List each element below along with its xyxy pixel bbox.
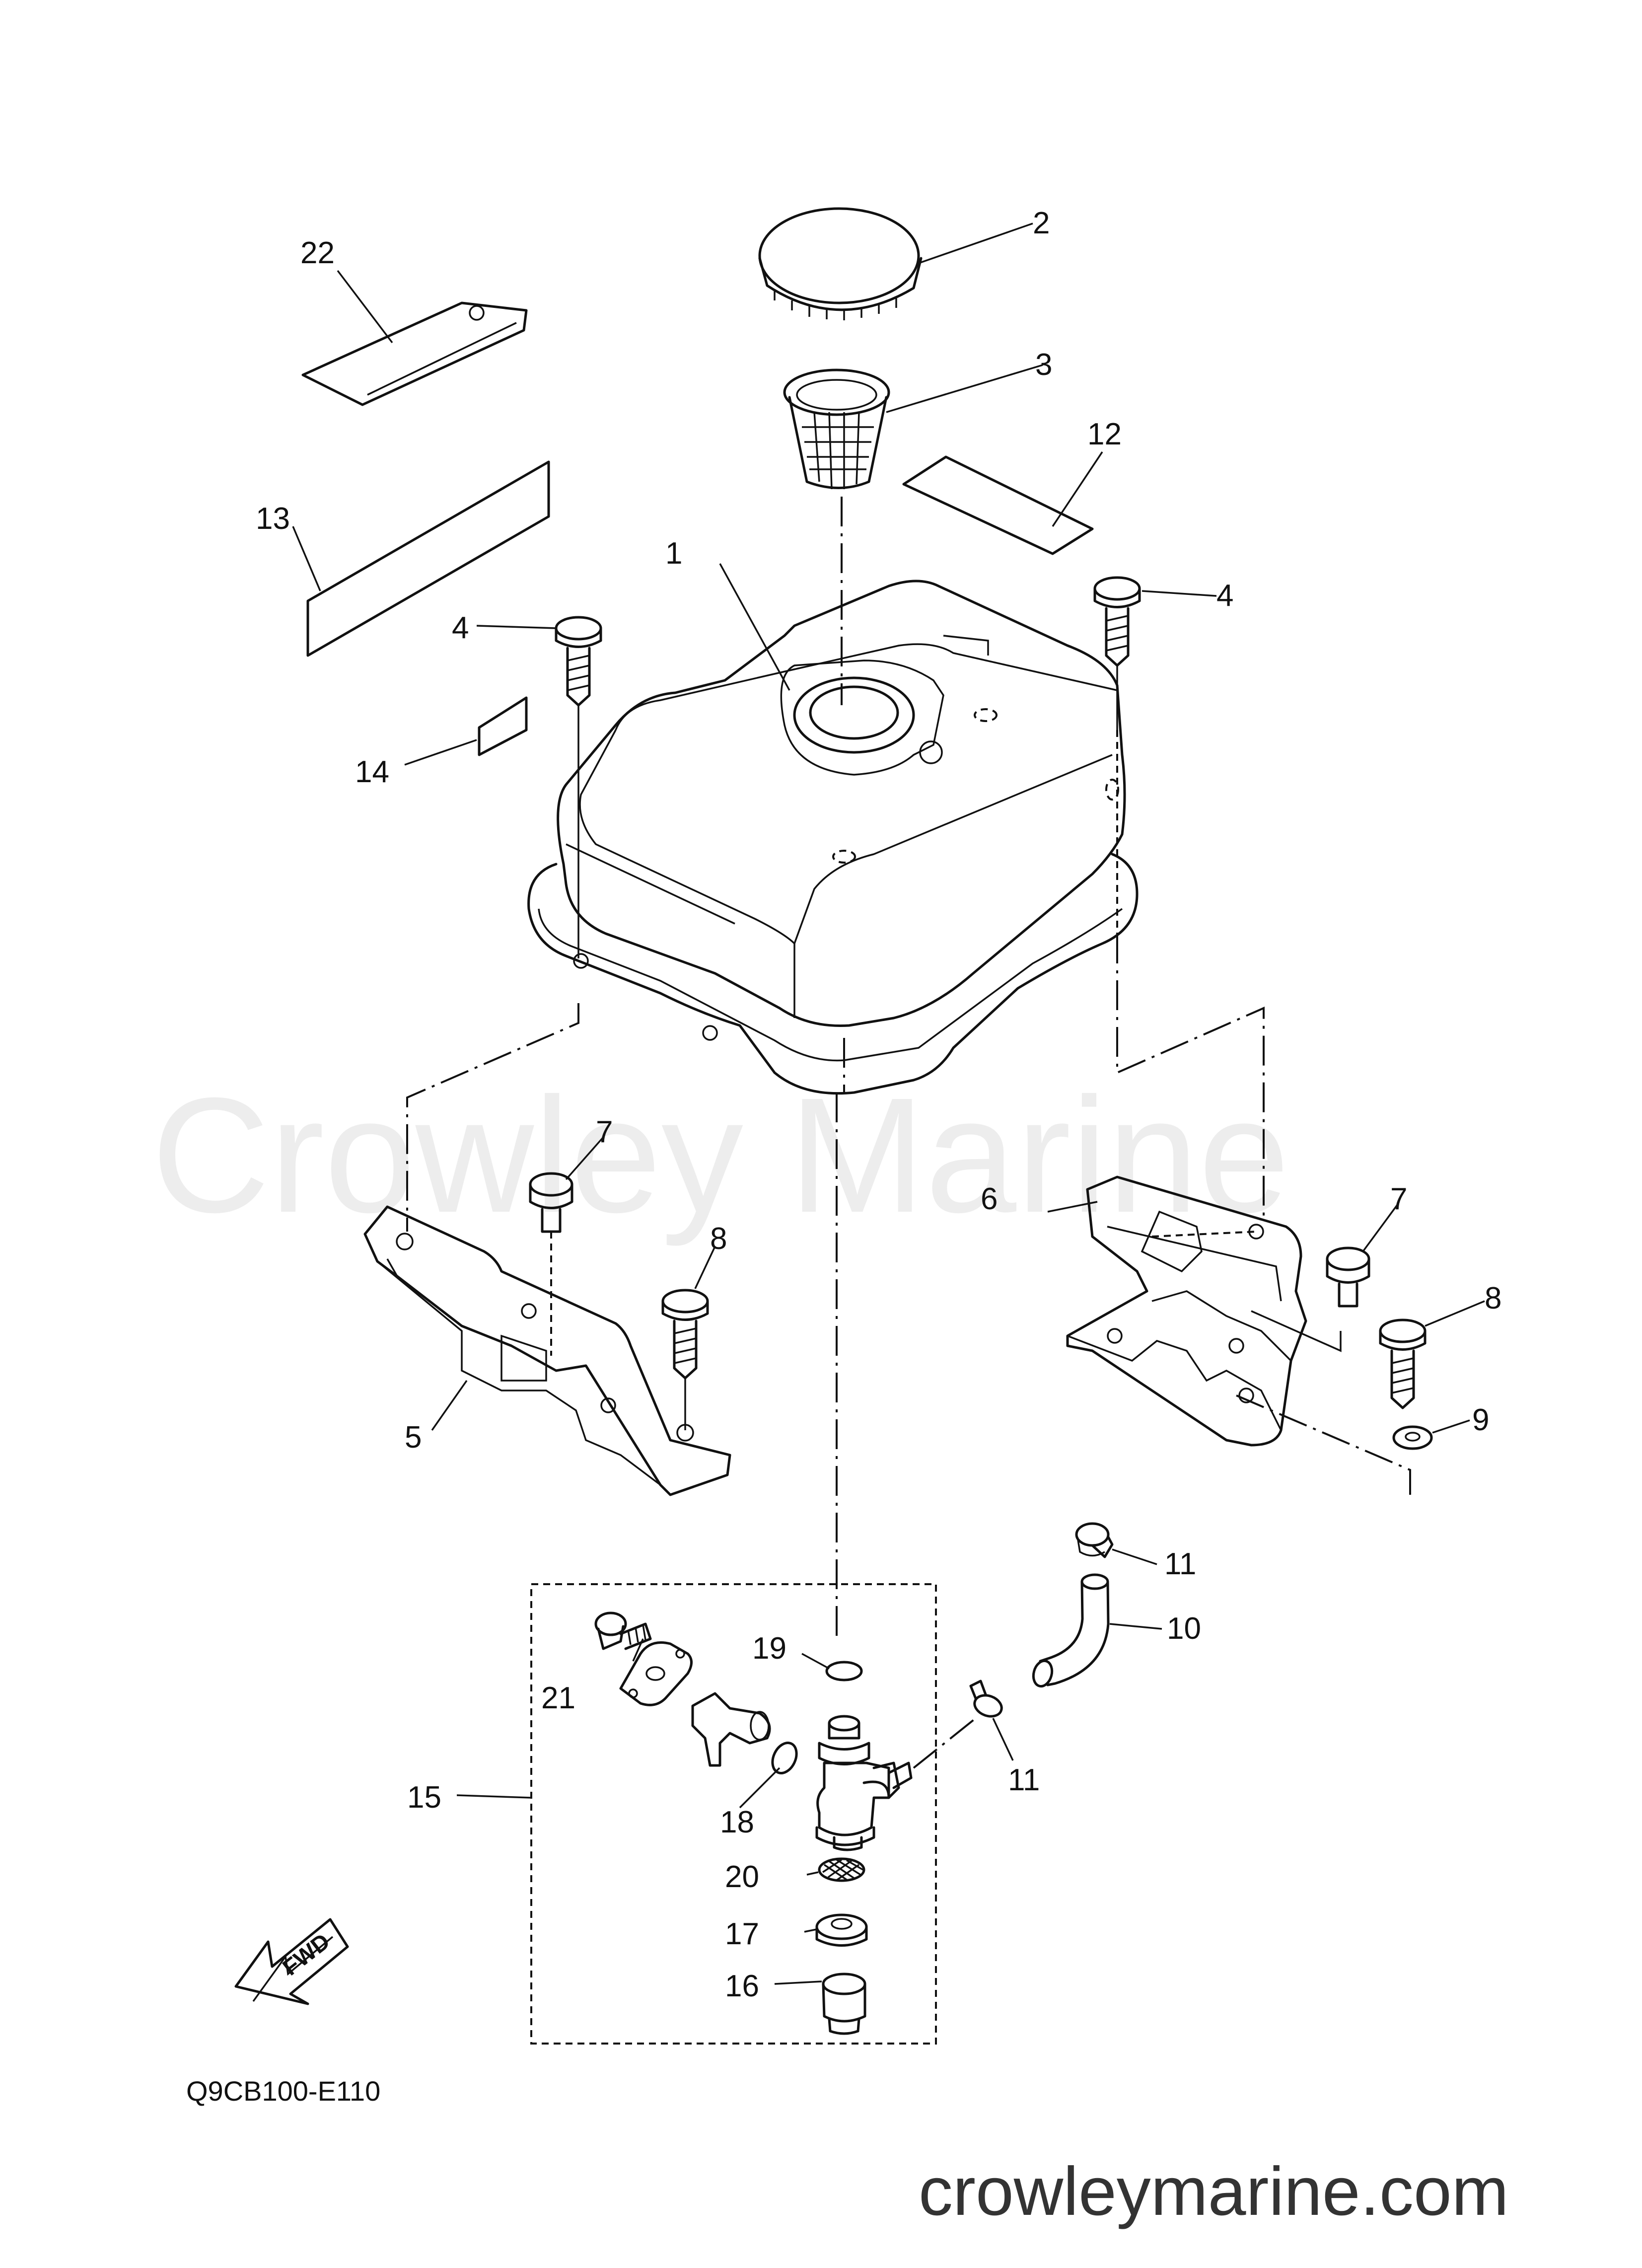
- callout-16: 16: [725, 1969, 759, 2003]
- diagram-code: Q9CB100-E110: [186, 2075, 380, 2107]
- callout-1: 1: [665, 536, 682, 571]
- part-4-bolt-right[interactable]: [1093, 576, 1141, 667]
- callout-4-left: 4: [452, 611, 469, 645]
- fuel-cock-body[interactable]: [815, 1715, 913, 1851]
- part-14-label[interactable]: [478, 696, 528, 756]
- callout-22: 22: [300, 236, 335, 270]
- part-11-hose-clip-upper[interactable]: [1075, 1522, 1114, 1558]
- callout-13: 13: [256, 502, 290, 536]
- callout-11-lower: 11: [1008, 1763, 1040, 1797]
- fwd-direction-arrow-icon: FWD: [234, 1918, 349, 2005]
- part-13-caution-label[interactable]: [306, 460, 550, 657]
- callout-12: 12: [1087, 417, 1122, 451]
- website-link[interactable]: crowleymarine.com: [919, 2153, 1509, 2230]
- part-9-washer[interactable]: [1392, 1425, 1433, 1450]
- callout-9: 9: [1472, 1403, 1489, 1437]
- part-16-fuel-cup[interactable]: [822, 1973, 866, 2035]
- part-4-bolt-left[interactable]: [555, 616, 602, 707]
- callout-7-left: 7: [596, 1115, 613, 1149]
- part-22-decal[interactable]: [301, 301, 528, 406]
- part-10-fuel-hose[interactable]: [1031, 1573, 1110, 1688]
- callout-6: 6: [981, 1182, 998, 1216]
- watermark: Crowley Marine: [151, 1063, 1289, 1247]
- callout-20: 20: [725, 1860, 759, 1894]
- callout-18: 18: [720, 1805, 754, 1839]
- fuel-cock-plate[interactable]: [619, 1641, 693, 1706]
- part-5-bracket-left[interactable]: [363, 1205, 731, 1496]
- part-2-fuel-cap[interactable]: [758, 207, 923, 320]
- callout-5: 5: [405, 1420, 422, 1455]
- callout-10: 10: [1167, 1611, 1201, 1646]
- callout-15: 15: [407, 1780, 441, 1815]
- part-11-hose-clip-lower[interactable]: [969, 1680, 1004, 1720]
- fuel-cock-lever[interactable]: [691, 1692, 771, 1767]
- callout-2: 2: [1033, 206, 1050, 240]
- callout-4-right: 4: [1216, 579, 1233, 613]
- part-20-filter-screen[interactable]: [818, 1857, 865, 1882]
- callout-21: 21: [541, 1681, 575, 1715]
- callout-8-right: 8: [1485, 1281, 1501, 1316]
- callout-17: 17: [725, 1917, 759, 1951]
- part-8-bolt-left[interactable]: [661, 1289, 709, 1380]
- callout-7-right: 7: [1390, 1182, 1407, 1216]
- part-1-fuel-tank[interactable]: [527, 580, 1139, 1095]
- callout-3: 3: [1035, 348, 1052, 382]
- callout-11-upper: 11: [1164, 1547, 1196, 1581]
- part-12-label[interactable]: [902, 455, 1094, 555]
- part-6-bracket-right[interactable]: [1066, 1175, 1307, 1447]
- part-18-o-ring[interactable]: [768, 1739, 801, 1777]
- fwd-label: FWD: [278, 1928, 335, 1980]
- part-19-o-ring[interactable]: [825, 1661, 863, 1682]
- callout-8-left: 8: [710, 1222, 727, 1256]
- callout-19: 19: [752, 1631, 786, 1666]
- part-7-grommet-right[interactable]: [1326, 1246, 1370, 1308]
- leader-lines: [292, 222, 1485, 1985]
- part-3-fuel-strainer[interactable]: [783, 368, 890, 490]
- part-8-bolt-right[interactable]: [1379, 1318, 1427, 1409]
- part-17-gasket[interactable]: [815, 1913, 868, 1947]
- part-15-fuel-cock-assembly[interactable]: [530, 1583, 937, 2045]
- part-21-screw[interactable]: [594, 1611, 652, 1650]
- callout-14: 14: [355, 755, 389, 789]
